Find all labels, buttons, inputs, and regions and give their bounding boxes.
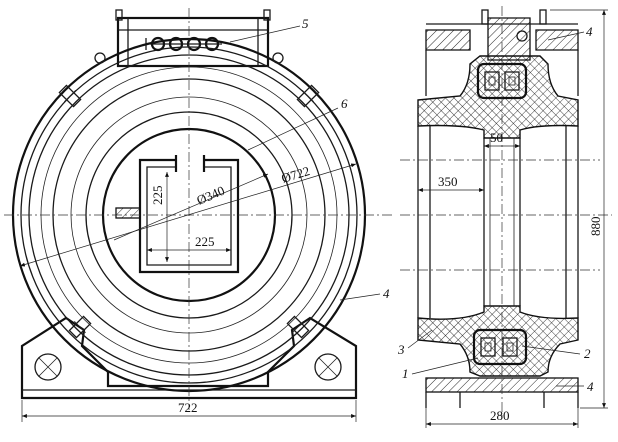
side-dim-depth: 280 xyxy=(490,408,510,423)
base-feet xyxy=(20,316,358,400)
side-dim-inner-length: 350 xyxy=(438,174,458,189)
callout-4-top: 4 xyxy=(586,24,593,39)
left-foot-hole xyxy=(34,353,62,381)
front-dim-window-width: 225 xyxy=(195,234,215,249)
callout-3: 3 xyxy=(397,342,405,357)
terminal-box xyxy=(116,16,270,68)
side-view: 50 350 880 280 4 3 1 2 4 xyxy=(397,6,612,428)
front-view: Ø722 Ø340 225 225 722 5 6 4 xyxy=(4,8,392,422)
callout-6: 6 xyxy=(341,96,348,111)
flange-bolts xyxy=(58,52,320,339)
callout-4-bottom: 4 xyxy=(587,379,594,394)
conductor-window xyxy=(115,155,240,274)
front-dim-diameter-inner: Ø340 xyxy=(194,183,226,208)
lower-insulation xyxy=(417,305,579,377)
callout-1: 1 xyxy=(402,366,409,381)
callout-4-front: 4 xyxy=(383,286,390,301)
callout-5: 5 xyxy=(302,16,309,31)
front-dim-width: 722 xyxy=(178,400,198,415)
side-dim-height: 880 xyxy=(588,217,603,237)
side-dim-core-width: 50 xyxy=(490,130,503,145)
callout-2: 2 xyxy=(584,346,591,361)
right-foot-hole xyxy=(314,353,342,381)
front-dim-window-height: 225 xyxy=(150,186,165,206)
